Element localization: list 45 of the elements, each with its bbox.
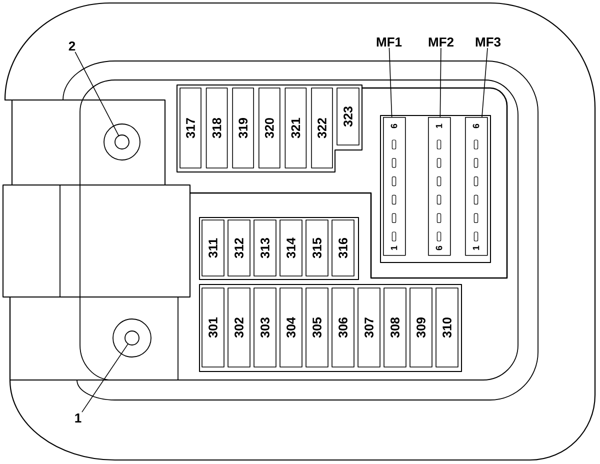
leader-line xyxy=(82,344,128,412)
fuse: 316 xyxy=(332,220,354,276)
fuse: 304 xyxy=(280,288,302,368)
fuse: 312 xyxy=(228,220,250,276)
fuse: 311 xyxy=(202,220,224,276)
fuse: 317 xyxy=(180,88,202,168)
fuse: 318 xyxy=(206,88,228,168)
pin-number: 6 xyxy=(472,124,480,128)
leader-line xyxy=(482,48,488,118)
fuse: 303 xyxy=(254,288,276,368)
fuse: 321 xyxy=(284,88,307,168)
pin-number: 1 xyxy=(390,246,398,250)
fuse: 322 xyxy=(311,88,333,168)
callout-number: 2 xyxy=(68,41,76,51)
fuse-block-frame xyxy=(199,284,462,372)
fuse-label: MF2 xyxy=(428,37,454,47)
leader-line xyxy=(74,52,119,136)
fuse: 315 xyxy=(306,220,328,276)
fuse: 323 xyxy=(336,88,360,146)
fuse: 314 xyxy=(280,220,302,276)
fuse: 313 xyxy=(254,220,276,276)
fuse-block-frame xyxy=(380,115,491,263)
mounting-hole xyxy=(112,318,152,358)
fuse: 306 xyxy=(332,288,354,368)
pin-number: 1 xyxy=(436,124,442,128)
fuse-label: MF1 xyxy=(376,38,402,46)
fuse-label: MF3 xyxy=(476,37,501,47)
mounting-hole xyxy=(104,124,140,160)
leader-line xyxy=(440,48,442,118)
fuse: 301 xyxy=(202,288,224,368)
fuse: 309 xyxy=(410,288,432,368)
fuse: 310 xyxy=(436,288,458,368)
fuse: 302 xyxy=(228,288,250,368)
leader-line xyxy=(388,48,392,118)
fuse: 307 xyxy=(358,288,380,368)
fuse: 320 xyxy=(258,88,280,168)
fuse: 305 xyxy=(306,288,328,368)
fuse-block-frame xyxy=(199,217,359,280)
fuse-block-frame xyxy=(176,84,362,172)
pin-number: 6 xyxy=(390,124,398,128)
fuse: 319 xyxy=(232,88,254,168)
pin-number: 6 xyxy=(436,246,442,250)
callout-number: 1 xyxy=(75,414,82,422)
pin-number: 1 xyxy=(472,246,480,250)
fuse: 308 xyxy=(384,288,406,368)
